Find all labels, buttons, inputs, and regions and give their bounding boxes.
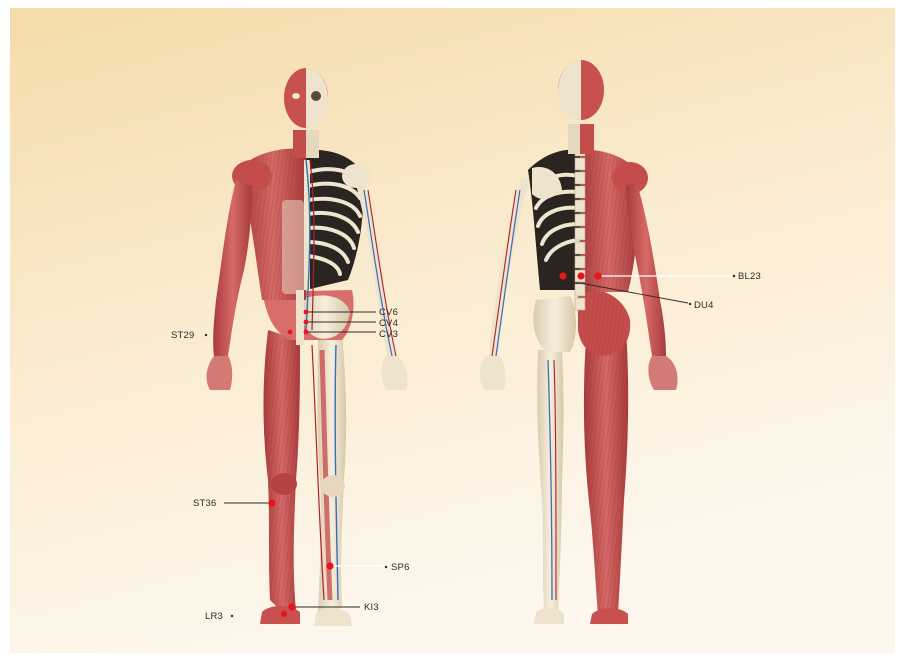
cv3-label: CV3 (379, 329, 398, 340)
cv4-label: CV4 (379, 318, 398, 329)
cv3-point-marker (304, 330, 309, 335)
st29-label: ST29 (171, 330, 195, 341)
ki3-label: KI3 (364, 602, 379, 613)
cv4-point-marker (304, 320, 309, 325)
du4-point-marker (577, 272, 584, 279)
st36-point-marker (268, 499, 275, 506)
lr3-point-marker (281, 611, 287, 617)
bl23-label: BL23 (738, 271, 761, 282)
st29-point-marker (288, 330, 293, 335)
ki3-point-marker (288, 603, 295, 610)
cv6-label: CV6 (379, 307, 398, 318)
bl23-right-point-marker (594, 272, 601, 279)
cv6-point-marker (304, 310, 309, 315)
diagram-background (10, 8, 895, 653)
sp6-point-marker (326, 562, 333, 569)
sp6-label: SP6 (391, 562, 410, 573)
du4-label: DU4 (694, 300, 714, 311)
st36-label: ST36 (193, 498, 217, 509)
lr3-label: LR3 (205, 611, 223, 622)
bl23-left-point-marker (559, 272, 566, 279)
